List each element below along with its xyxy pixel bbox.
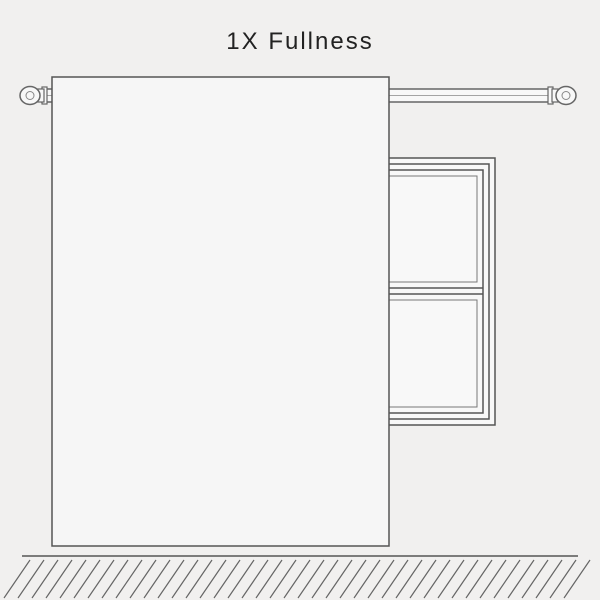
hatch-line (185, 559, 213, 599)
hatch-line (563, 559, 591, 599)
hatch-line (465, 559, 493, 599)
hatch-line (255, 559, 283, 599)
hatch-line (283, 559, 311, 599)
hatch-line (73, 559, 101, 599)
right-finial (551, 85, 577, 106)
hatch-line (353, 559, 381, 599)
hatch-line (241, 559, 269, 599)
hatch-line (31, 559, 59, 599)
hatch-line (101, 559, 129, 599)
hatch-line (171, 559, 199, 599)
hatch-line (115, 559, 143, 599)
hatch-line (325, 559, 353, 599)
hatch-line (451, 559, 479, 599)
hatch-line (339, 559, 367, 599)
hatch-line (479, 559, 507, 599)
diagram-title: 1X Fullness (226, 28, 374, 55)
hatch-line (143, 559, 171, 599)
hatch-line (199, 559, 227, 599)
hatch-line (227, 559, 255, 599)
hatch-line (395, 559, 423, 599)
hatch-line (297, 559, 325, 599)
hatch-line (3, 559, 31, 599)
hatch-line (213, 559, 241, 599)
hatch-line (381, 559, 409, 599)
hatch-line (157, 559, 185, 599)
hatch-line (59, 559, 87, 599)
hatch-line (507, 559, 535, 599)
hatch-line (311, 559, 339, 599)
hatched-floor (3, 555, 591, 599)
hatch-line (521, 559, 549, 599)
hatch-line (269, 559, 297, 599)
hatch-line (45, 559, 73, 599)
hatch-line (423, 559, 451, 599)
hatch-line (367, 559, 395, 599)
hatch-line (437, 559, 465, 599)
left-finial (19, 85, 45, 106)
hatch-line (549, 559, 577, 599)
hatch-line (409, 559, 437, 599)
hatch-line (493, 559, 521, 599)
floor-hatching (3, 559, 591, 599)
hatch-line (129, 559, 157, 599)
hatch-line (535, 559, 563, 599)
hatch-line (87, 559, 115, 599)
hatch-line (17, 559, 45, 599)
curtain-panel (51, 76, 390, 547)
